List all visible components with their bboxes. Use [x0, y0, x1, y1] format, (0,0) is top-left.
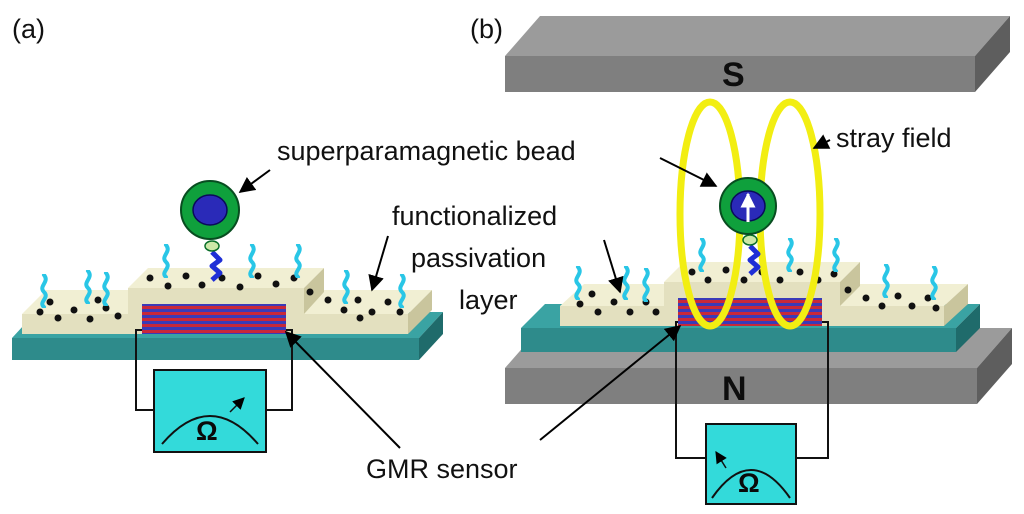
magnet-s-side: [975, 16, 1010, 92]
circuit-wire-a: [135, 329, 154, 411]
circuit-wire-b-right: [796, 321, 829, 459]
bead-pointer-a: [238, 169, 271, 193]
linker-a: [209, 250, 223, 282]
substrate-b: [521, 328, 956, 352]
ohm-symbol-a: Ω: [196, 416, 218, 446]
gmr-pointer-a: [284, 330, 401, 449]
linker-b: [747, 244, 761, 276]
magnet-s-label: S: [722, 56, 745, 94]
linker-node-b: [742, 234, 758, 246]
ohmmeter-needle-b: [715, 450, 727, 469]
panel-b-assembly: S N: [505, 16, 1012, 505]
layer-pointer-b: [603, 239, 624, 294]
layer-label-line1: functionalized: [392, 201, 557, 231]
gmr-pointer-b: [539, 324, 682, 441]
linker-node-a: [204, 240, 220, 252]
substrate-a: [12, 338, 419, 360]
bead-core-a: [192, 194, 228, 226]
magnet-s: [505, 56, 975, 92]
passivation-raised-side-a: [304, 268, 324, 314]
circuit-wire-b: [675, 321, 706, 459]
passivation-raised-side-b: [840, 262, 860, 306]
surface-dots-a: [36, 272, 404, 323]
bead-pointer-b: [659, 157, 718, 187]
ohm-symbol-b: Ω: [738, 468, 760, 498]
passivation-side-a: [408, 290, 432, 334]
panel-a-assembly: Ω: [12, 180, 443, 453]
panel-label-b: (b): [470, 14, 503, 44]
stray-field-pointer: [812, 134, 831, 149]
bead-label: superparamagnetic bead: [277, 136, 576, 166]
gmr-stack-a: [142, 304, 286, 334]
ohmmeter-dial-b: [711, 469, 791, 499]
stray-field-label: stray field: [836, 123, 952, 153]
magnet-n: [505, 368, 977, 404]
ohmmeter-dial-a: [161, 415, 259, 445]
panel-label-a: (a): [12, 14, 45, 44]
ohmmeter-needle-a: [229, 397, 245, 413]
layer-pointer-a: [368, 235, 389, 292]
substrate-side-b: [956, 304, 980, 352]
passivation-side-b: [944, 284, 968, 326]
circuit-wire-a-right: [266, 329, 293, 411]
layer-label-line2: passivation: [411, 243, 546, 273]
substrate-side-a: [419, 312, 443, 360]
gmr-label: GMR sensor: [366, 454, 518, 484]
layer-label-line3: layer: [459, 285, 518, 315]
magnet-n-label: N: [722, 370, 747, 408]
ohmmeter-a: [153, 369, 267, 453]
magnet-s-top: [505, 16, 1010, 56]
magnet-n-side: [977, 328, 1012, 404]
